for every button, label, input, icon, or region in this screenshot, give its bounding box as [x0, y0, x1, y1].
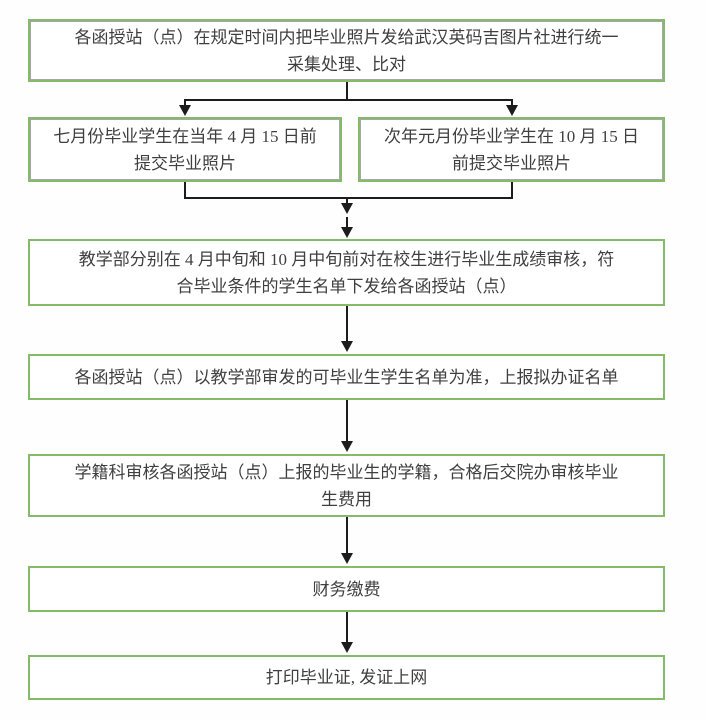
arrowhead-down: [341, 553, 353, 564]
connector-report-to-registry: [341, 400, 353, 452]
arrowhead-down-right-branch: [506, 105, 518, 116]
flow-node-july-graduates: 七月份毕业学生在当年 4 月 15 日前 提交毕业照片: [28, 117, 342, 182]
flow-node-report-certificate-list: 各函授站（点）以教学部审发的可毕业生学生名单为准，上报拟办证名单: [28, 354, 665, 400]
flow-node-text: 学籍科审核各函授站（点）上报的毕业生的学籍，合格后交院办审核毕业 生费用: [74, 462, 619, 509]
connector-registry-to-finance: [341, 517, 353, 564]
arrowhead-down-into-review: [341, 227, 353, 238]
flow-node-finance-payment: 财务缴费: [28, 566, 665, 612]
connector-review-to-report: [341, 306, 353, 352]
flow-node-text: 各函授站（点）以教学部审发的可毕业生学生名单为准，上报拟办证名单: [74, 367, 619, 387]
arrowhead-down-left-branch: [179, 105, 191, 116]
arrowhead-down: [341, 642, 353, 653]
flow-node-print-certificate: 打印毕业证, 发证上网: [28, 655, 665, 700]
flow-node-score-review: 教学部分别在 4 月中旬和 10 月中旬前对在校生进行毕业生成绩审核，符 合毕业…: [28, 239, 665, 306]
flow-node-submit-photos-collect: 各函授站（点）在规定时间内把毕业照片发给武汉英码吉图片社进行统一 采集处理、比对: [28, 19, 665, 82]
arrowhead-down-merge: [341, 203, 353, 214]
flow-node-text: 各函授站（点）在规定时间内把毕业照片发给武汉英码吉图片社进行统一 采集处理、比对: [74, 27, 619, 74]
flow-node-text: 财务缴费: [312, 579, 381, 599]
connector-finance-to-print: [341, 612, 353, 653]
flow-node-registry-review-fees: 学籍科审核各函授站（点）上报的毕业生的学籍，合格后交院办审核毕业 生费用: [28, 454, 665, 517]
arrowhead-down: [341, 341, 353, 352]
flow-node-text: 七月份毕业学生在当年 4 月 15 日前 提交毕业照片: [53, 126, 317, 173]
connector-merge-to-review-box: [184, 182, 513, 238]
flow-node-text: 教学部分别在 4 月中旬和 10 月中旬前对在校生进行毕业生成绩审核，符 合毕业…: [78, 249, 615, 296]
connector-split-from-top-box: [179, 82, 518, 116]
flow-node-text: 打印毕业证, 发证上网: [265, 668, 428, 687]
flow-node-text: 次年元月份毕业学生在 10 月 15 日 前提交毕业照片: [384, 126, 639, 173]
flow-node-january-graduates: 次年元月份毕业学生在 10 月 15 日 前提交毕业照片: [358, 117, 665, 182]
arrowhead-down: [341, 441, 353, 452]
